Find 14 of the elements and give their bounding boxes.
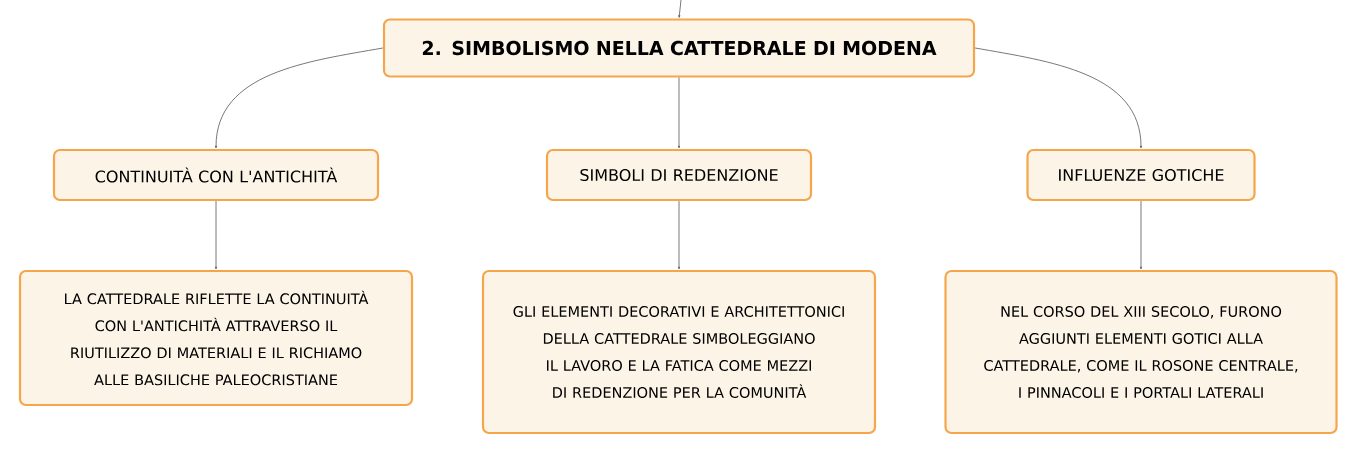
arrow <box>214 47 384 149</box>
arrow <box>677 200 681 270</box>
description-box: LA CATTEDRALE RIFLETTE LA CONTINUITÀ CON L'ANTICHITÀ ATTRAVERSO IL RIUTILIZZO DI MATERIALI E IL RICHIAMO ALLE BASILICHE PALEOCRISTIANE <box>18 269 414 407</box>
arrow <box>1139 200 1143 270</box>
arrow <box>214 200 218 270</box>
topic-box: SIMBOLI DI REDENZIONE <box>545 148 813 202</box>
topic-box: CONTINUITÀ CON L'ANTICHITÀ <box>52 148 380 202</box>
arrow <box>974 47 1143 149</box>
description-box: NEL CORSO DEL XIII SECOLO, FURONO AGGIUNTI ELEMENTI GOTICI ALLA CATTEDRALE, COME IL ROSONE CENTRALE, I PINNACOLI E I PORTALI LATERALI <box>944 269 1338 435</box>
title-box: 2. SIMBOLISMO NELLA CATTEDRALE DI MODENA <box>382 18 976 78</box>
description-box: GLI ELEMENTI DECORATIVI E ARCHITETTONICI DELLA CATTEDRALE SIMBOLEGGIANO IL LAVORO E LA FATICA COME MEZZI DI REDENZIONE PER LA COMUNITÀ <box>481 269 877 435</box>
topic-box: INFLUENZE GOTICHE <box>1026 148 1256 202</box>
arrow <box>678 0 682 18</box>
arrow <box>677 77 681 149</box>
